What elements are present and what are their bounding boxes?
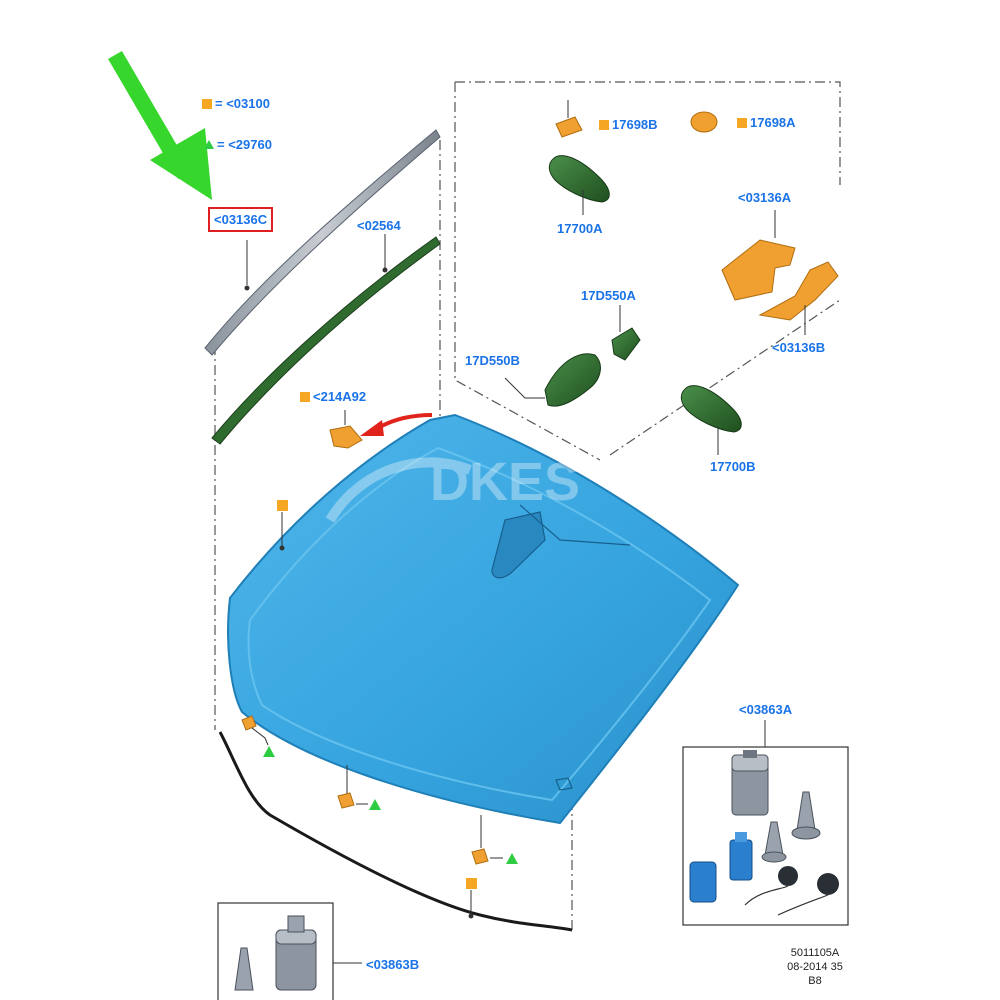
clip-right <box>471 815 518 865</box>
label-mirror-base-a[interactable]: 17698A <box>737 115 796 130</box>
mirror-base-a <box>690 111 718 133</box>
red-curved-arrow <box>360 413 433 436</box>
label-sensor-a[interactable]: 17D550A <box>581 288 636 303</box>
legend-square-ref: = <03100 <box>202 96 270 111</box>
square-marker-glass <box>277 500 288 511</box>
label-mirror-a[interactable]: 17700A <box>557 221 603 236</box>
label-moulding-lower[interactable]: <02564 <box>357 218 401 233</box>
cover-b <box>758 261 839 335</box>
label-mirror-base-b[interactable]: 17698B <box>599 117 658 132</box>
square-marker-icon <box>599 120 609 130</box>
label-bracket[interactable]: <214A92 <box>300 389 366 404</box>
square-marker-icon <box>300 392 310 402</box>
footer-line2: 08-2014 35 <box>787 961 843 973</box>
lower-seal <box>218 731 573 932</box>
watermark-text: DKES <box>430 452 580 512</box>
clip-left <box>241 715 275 757</box>
mirror-base-b <box>555 116 583 138</box>
bracket-part <box>329 425 363 449</box>
mirror-b <box>680 385 742 455</box>
label-sensor-b[interactable]: 17D550B <box>465 353 520 368</box>
kit-b-box <box>217 902 362 1000</box>
label-mirror-b[interactable]: 17700B <box>710 459 756 474</box>
label-kit-a[interactable]: <03863A <box>739 702 793 717</box>
label-kit-b[interactable]: <03863B <box>366 957 420 972</box>
sensor-a <box>611 305 641 361</box>
label-cover-a[interactable]: <03136A <box>738 190 792 205</box>
windshield-glass <box>227 413 740 825</box>
square-marker-seal <box>466 878 477 889</box>
watermark: DKES <box>325 452 580 523</box>
footer-line3: B8 <box>808 975 822 987</box>
footer-line1: 5011105A <box>790 947 840 959</box>
square-marker-icon <box>737 118 747 128</box>
label-moulding-upper[interactable]: <03136C <box>208 207 274 232</box>
footer-block: 5011105A 08-2014 35 B8 <box>775 946 855 988</box>
label-cover-b[interactable]: <03136B <box>772 340 826 355</box>
square-legend-icon <box>202 99 212 109</box>
kit-a-box <box>682 720 849 926</box>
green-pointer-arrow <box>108 50 212 200</box>
mirror-a <box>548 155 610 215</box>
legend-triangle-ref: = <29760 <box>204 137 272 152</box>
cover-a <box>721 210 796 301</box>
lower-moulding <box>211 236 441 445</box>
sensor-b <box>504 353 601 407</box>
upper-moulding <box>204 129 441 356</box>
clip-middle <box>337 765 381 810</box>
triangle-legend-icon <box>204 140 214 149</box>
mirror-group-dashed-box <box>454 81 841 461</box>
